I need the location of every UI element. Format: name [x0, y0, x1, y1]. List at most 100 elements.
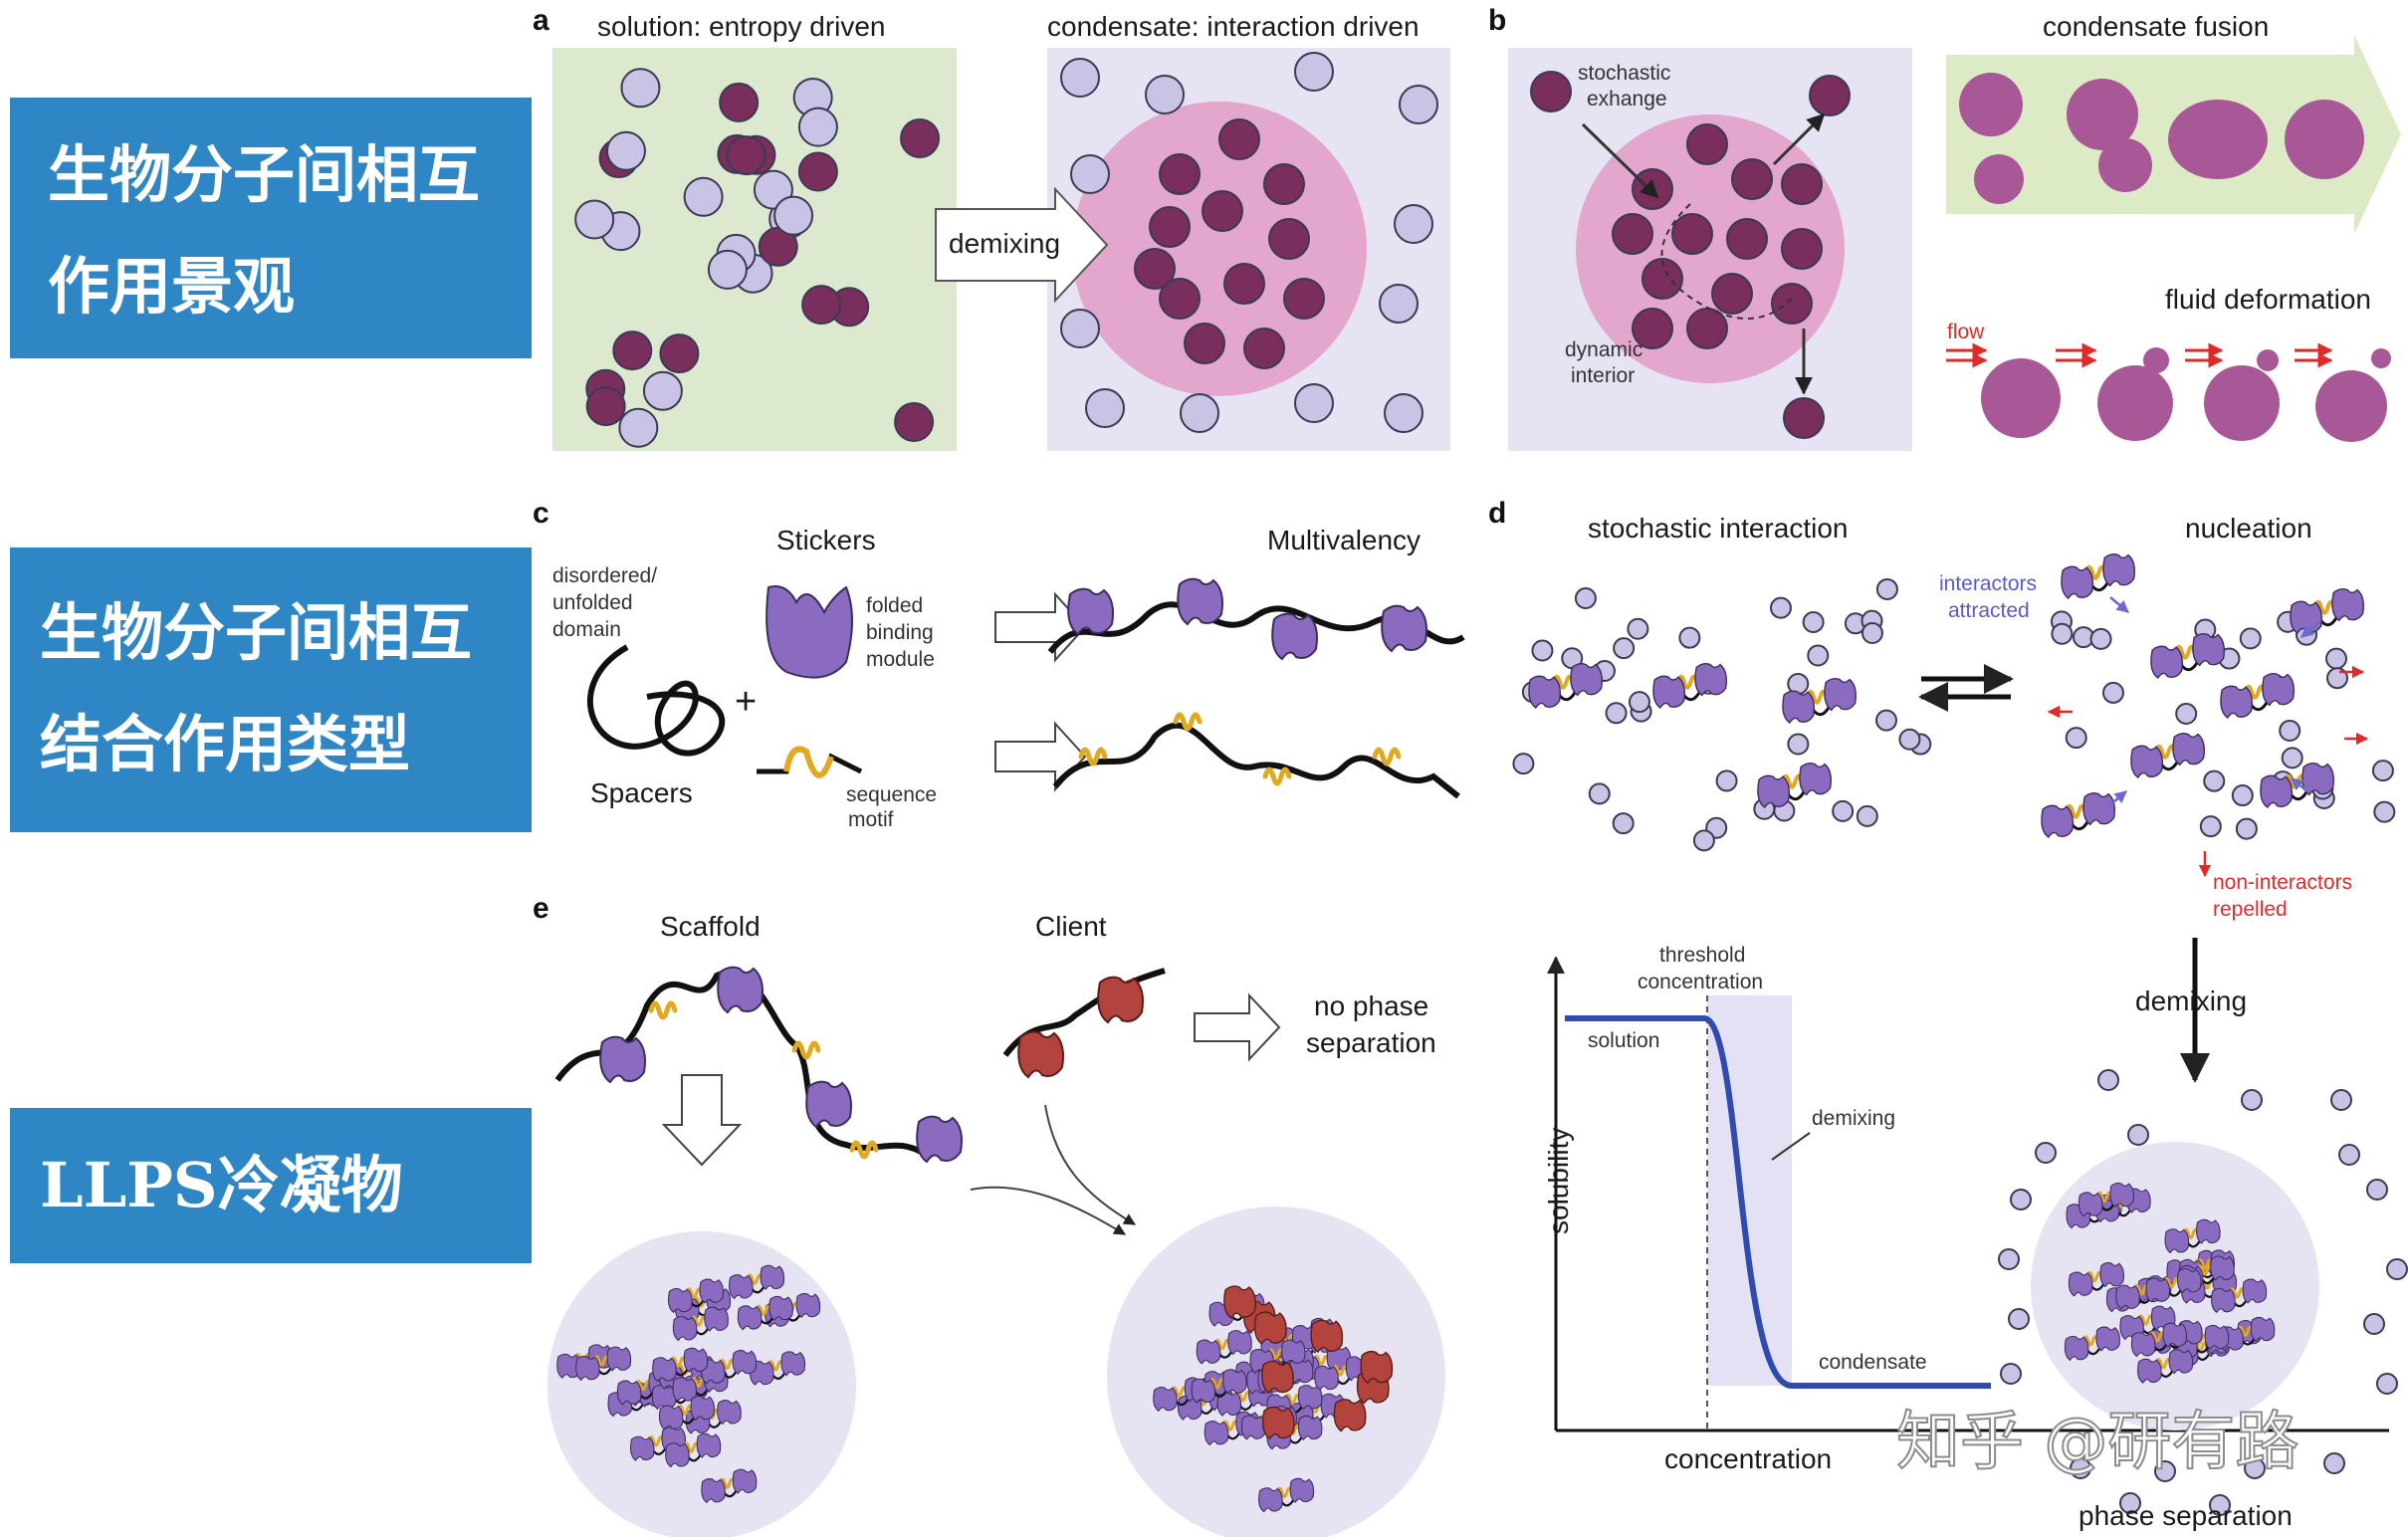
light-particle [2065, 727, 2087, 750]
panel-c-spacers: Spacers [590, 777, 693, 808]
dark-particle [894, 402, 935, 443]
panel-e-client: Client [1035, 911, 1107, 942]
deform-drop-3-tip [2257, 349, 2279, 371]
light-particle [1394, 204, 1433, 244]
panel-c-sequence-line1: sequence [846, 783, 937, 806]
client-sticker [1261, 1406, 1295, 1439]
light-particle [1060, 58, 1100, 98]
client-sticker [1253, 1311, 1287, 1345]
panel-a-letter: a [533, 4, 549, 37]
panel-d-threshold-line2: concentration [1638, 971, 1763, 993]
dark-particle [1134, 248, 1176, 290]
panel-d-letter: d [1488, 497, 1506, 530]
panel-d-attract-arrows [2107, 596, 2320, 807]
sidebar-box-binding-types-line1: 生物分子间相互 [40, 596, 473, 669]
dark-particle [719, 82, 760, 122]
panel-d-threshold-line1: threshold [1659, 944, 1745, 967]
light-particle [605, 130, 646, 171]
panel-d-solution-label: solution [1588, 1029, 1659, 1052]
panel-a-left-title: solution: entropy driven [597, 11, 886, 42]
dark-particle [1149, 206, 1191, 248]
light-particle [2366, 1179, 2388, 1201]
panel-b-flow-label: flow [1947, 321, 1985, 343]
panel-e-curve-arrow-1 [970, 1186, 1127, 1235]
light-particle [707, 249, 748, 290]
deform-drop-3 [2204, 365, 2280, 441]
dark-particle [1642, 258, 1683, 300]
light-particle [683, 176, 724, 217]
watermark: 知乎 @研有路 [1896, 1406, 2299, 1479]
panel-e-nophase-line2: separation [1306, 1027, 1436, 1058]
light-particle [2089, 627, 2112, 650]
panel-e-open-arrows [661, 992, 1281, 1167]
panel-e-client-sticker-2 [1097, 976, 1144, 1023]
deform-drop-4 [2315, 370, 2387, 442]
panel-c-spacer-coil [586, 644, 726, 757]
light-particle [1715, 769, 1738, 792]
light-particle [1787, 733, 1810, 756]
light-particle [620, 68, 661, 109]
panel-b-deformation-drops [1981, 347, 2391, 442]
panel-c-folded-line3: module [866, 648, 935, 671]
light-particle [1678, 626, 1701, 649]
light-particle [1692, 829, 1715, 852]
panel-b-dynamic-line2: interior [1571, 364, 1635, 387]
light-particle [2239, 627, 2262, 650]
dark-particle [900, 118, 941, 159]
light-particle [773, 195, 814, 236]
panel-e-scaffold: Scaffold [660, 911, 761, 942]
dark-particle [659, 333, 700, 374]
dark-particle [1612, 213, 1653, 255]
panel-b-flow-arrows [1946, 342, 2333, 368]
dark-particle [1671, 213, 1713, 255]
panel-d-equilibrium-arrows [1918, 664, 2014, 712]
panel-d-phase-separation-label: phase separation [2079, 1500, 2293, 1531]
dark-particle [1263, 163, 1305, 205]
dark-particle [1632, 168, 1673, 210]
panel-e-nophase-line1: no phase [1314, 990, 1428, 1021]
panel-c-stickers: Stickers [776, 525, 876, 555]
light-particle [1861, 622, 1883, 645]
dark-particle [1530, 71, 1572, 112]
light-particle [1802, 611, 1825, 634]
panel-d-ylabel: solubility [1543, 1128, 1574, 1234]
light-particle [1627, 617, 1649, 640]
light-particle [2363, 1313, 2385, 1335]
light-particle [1379, 284, 1419, 324]
light-particle [618, 407, 659, 448]
client-sticker [1360, 1350, 1394, 1385]
panel-c-letter: c [533, 497, 549, 530]
panel-b-dynamic-line1: dynamic [1565, 338, 1642, 361]
panel-c-sequence-motif [783, 746, 834, 778]
deform-drop-2-tip [2143, 347, 2169, 373]
light-particle [2235, 817, 2258, 840]
panel-d-nucleation-title: nucleation [2185, 513, 2312, 544]
light-particle [1612, 812, 1635, 835]
light-particle [2371, 760, 2394, 782]
light-particle [2101, 681, 2124, 704]
light-particle [2325, 647, 2348, 670]
panel-d-phase-particles [1998, 1069, 2408, 1516]
fusion-drop-4 [2285, 100, 2364, 179]
dark-particle [797, 151, 838, 192]
dark-particle [1781, 163, 1823, 205]
fusion-drop-2a [2067, 79, 2138, 150]
panel-c-disordered-line1: disordered/ [552, 564, 657, 587]
dark-particle [1783, 397, 1825, 439]
light-particle [1384, 393, 1423, 433]
panel-d-repel-arrows [2047, 665, 2369, 878]
light-particle [1531, 639, 1554, 662]
light-particle [2330, 1089, 2352, 1111]
light-particle [2338, 1144, 2360, 1166]
panel-b-deformation-title: fluid deformation [2165, 284, 2371, 315]
sidebar-box-binding-types: 生物分子间相互 结合作用类型 [10, 548, 532, 832]
panel-c-sequence-line2: motif [848, 808, 894, 831]
light-particle [1628, 691, 1650, 714]
sidebar-box-landscape-line1: 生物分子间相互 [48, 138, 481, 211]
light-particle [1294, 383, 1334, 423]
light-particle [2035, 1142, 2057, 1164]
panel-a-right-title: condensate: interaction driven [1047, 11, 1420, 42]
light-particle [2119, 1492, 2141, 1514]
panel-d-condensate-label: condensate [1819, 1351, 1927, 1374]
